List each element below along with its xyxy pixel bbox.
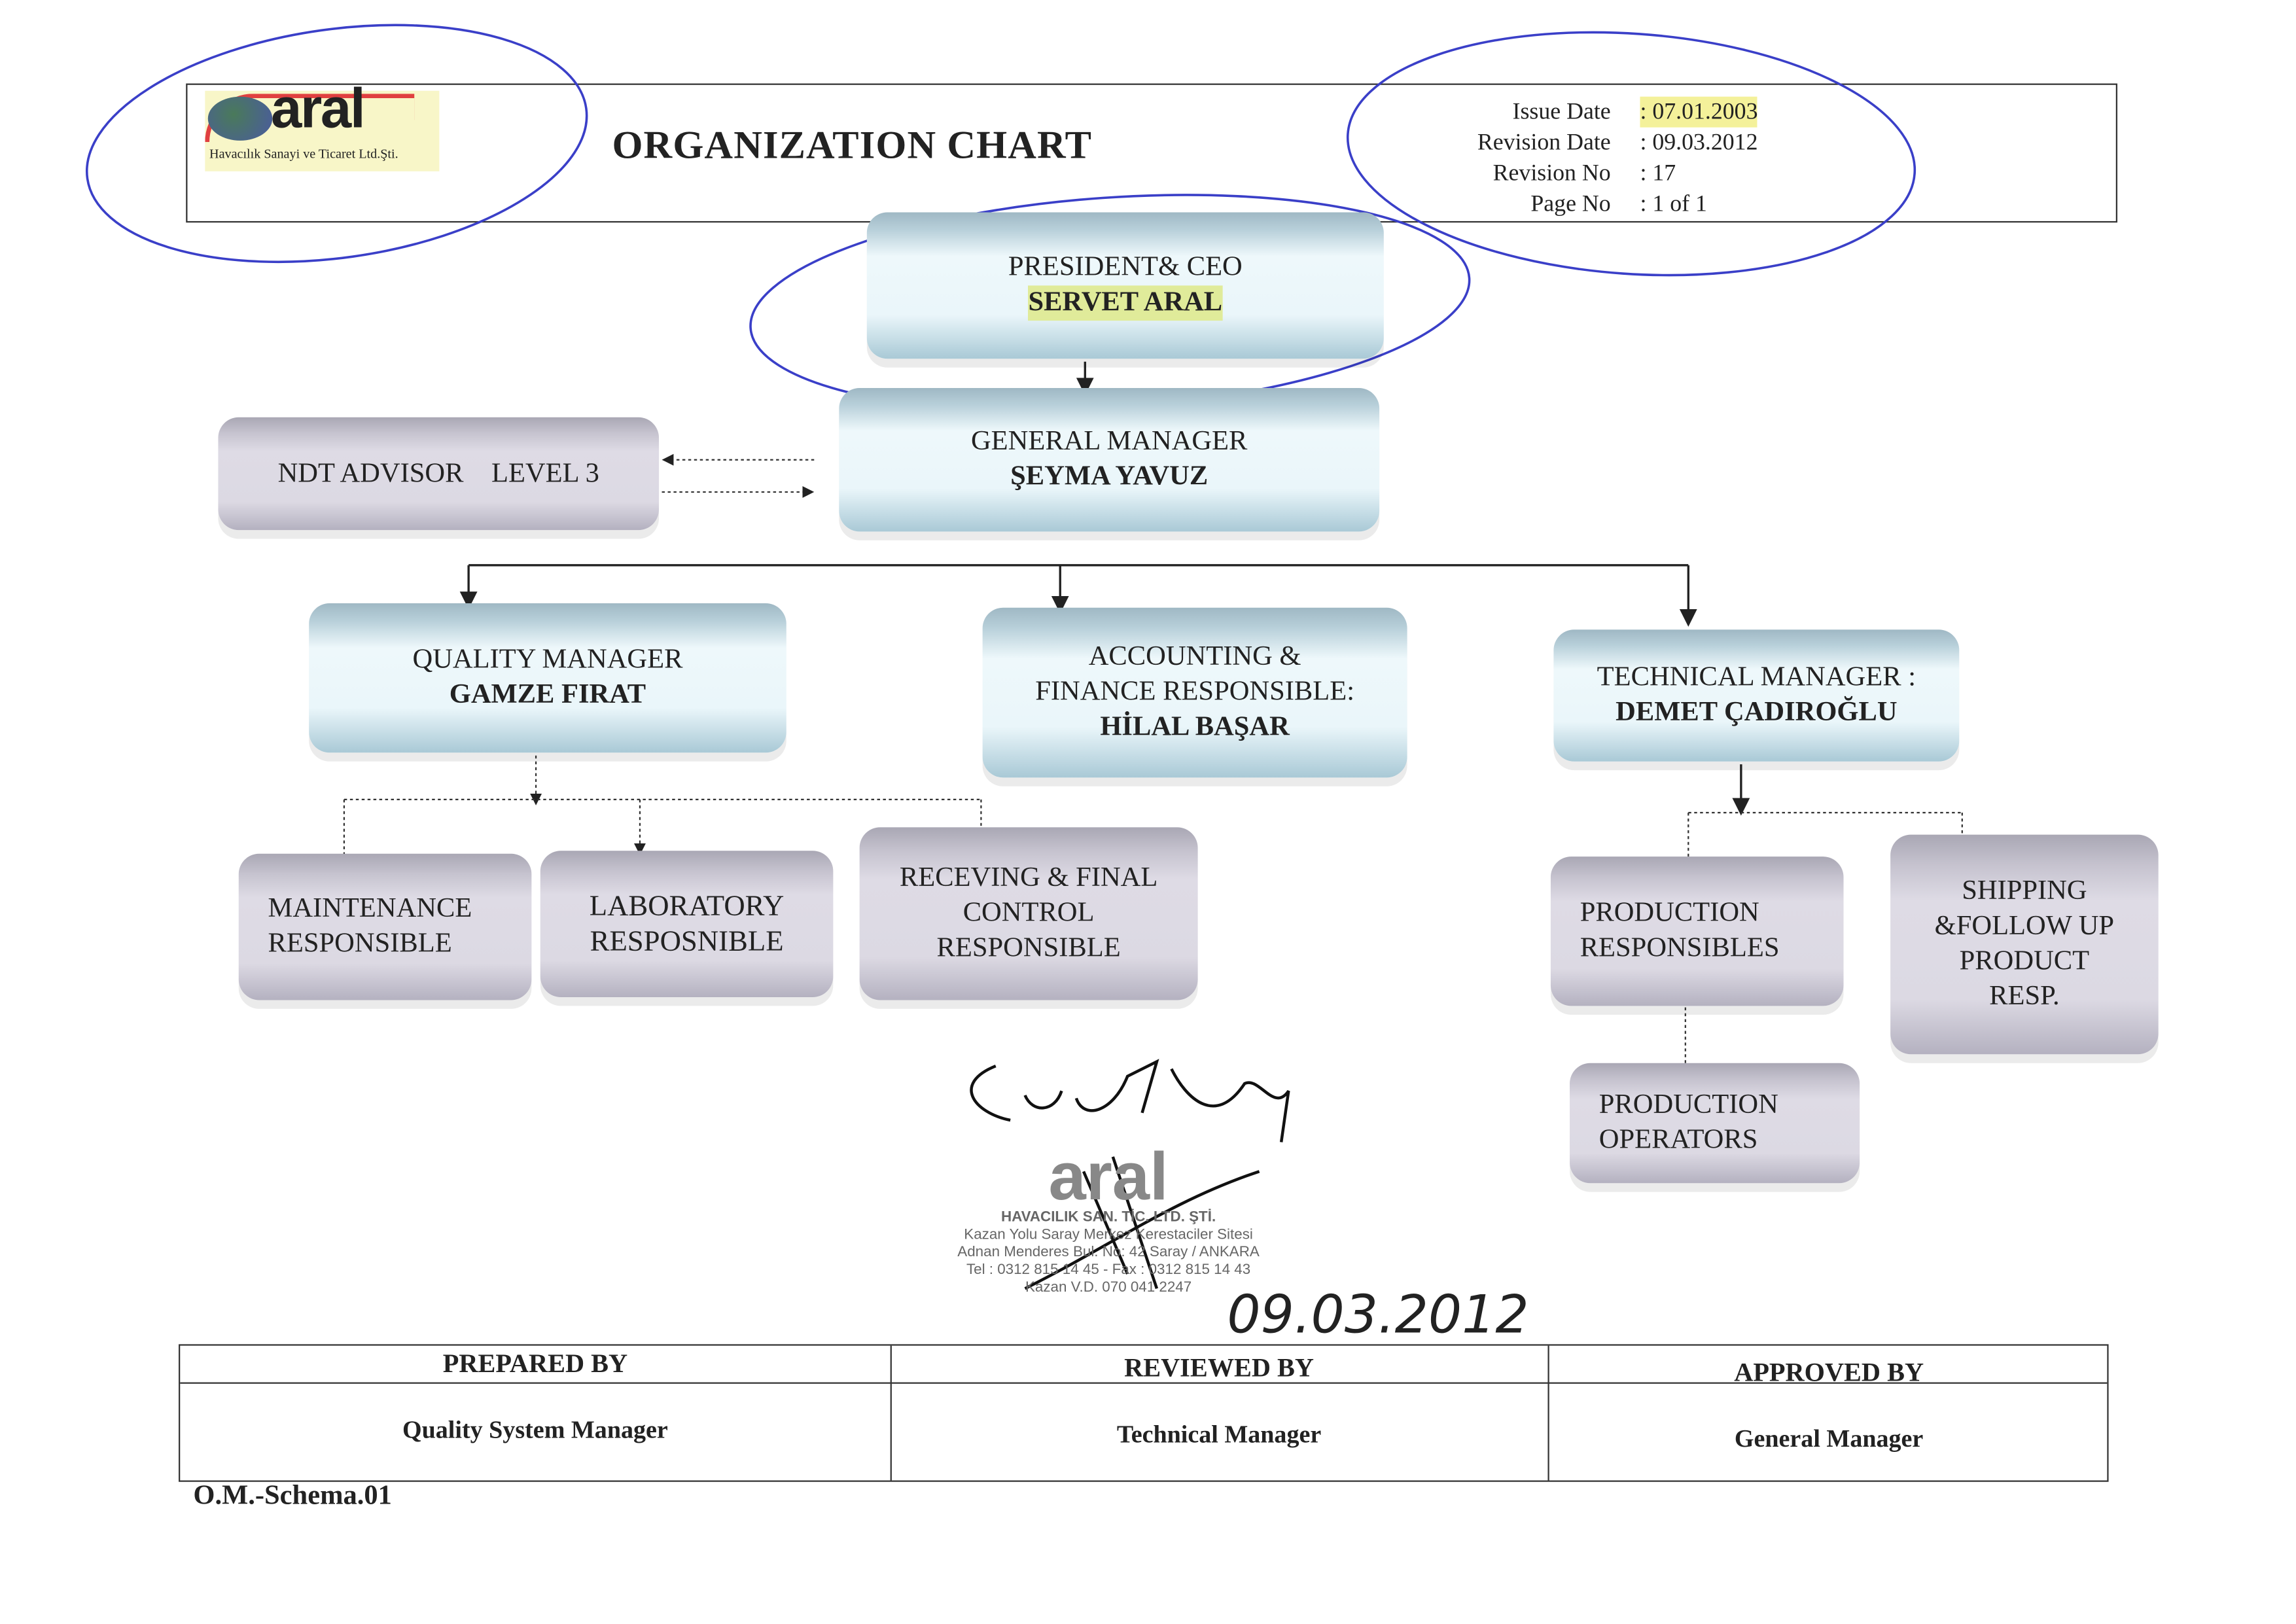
node-role: PRODUCTION — [1580, 897, 1759, 928]
node-role: CONTROL — [963, 897, 1095, 928]
prepared-by-value: Quality System Manager — [402, 1416, 668, 1444]
node-role: LABORATORY — [589, 890, 785, 923]
node-name: DEMET ÇADIROĞLU — [1616, 697, 1898, 728]
stamp-line: Kazan V.D. 070 041 2247 — [1025, 1279, 1192, 1296]
node-role: ACCOUNTING & — [1088, 641, 1301, 673]
node-role: PRODUCT — [1959, 945, 2090, 977]
node-name: HİLAL BAŞAR — [1100, 711, 1290, 743]
org-node-quality-manager: QUALITY MANAGER GAMZE FIRAT — [309, 603, 786, 753]
reviewed-by-header: REVIEWED BY — [1124, 1352, 1314, 1383]
org-node-production: PRODUCTION RESPONSIBLES — [1550, 856, 1844, 1006]
node-role: QUALITY MANAGER — [412, 644, 683, 675]
org-node-president: PRESIDENT& CEO SERVET ARAL — [866, 212, 1384, 359]
prepared-by-header: PREPARED BY — [442, 1349, 628, 1378]
node-role: GENERAL MANAGER — [970, 426, 1248, 457]
meta-value: : 09.03.2012 — [1640, 130, 1758, 156]
meta-issue-date: Issue Date : 07.01.2003 — [1405, 96, 1758, 128]
org-node-receiving: RECEVING & FINAL CONTROL RESPONSIBLE — [859, 827, 1198, 1000]
meta-revision-no: Revision No : 17 — [1405, 158, 1757, 189]
meta-label: Revision Date — [1477, 130, 1611, 156]
org-node-accounting: ACCOUNTING & FINANCE RESPONSIBLE: HİLAL … — [982, 607, 1407, 778]
company-logo: aral Havacılık Sanayi ve Ticaret Ltd.Şti… — [205, 79, 440, 171]
stamp-line: Tel : 0312 815 14 45 - Fax : 0312 815 14… — [966, 1262, 1251, 1279]
node-role: RESPONSIBLE — [268, 928, 452, 959]
node-name: SERVET ARAL — [1028, 285, 1223, 321]
node-role: TECHNICAL MANAGER : — [1597, 662, 1916, 693]
node-role: PRESIDENT& CEO — [1008, 251, 1243, 283]
meta-page-no: Page No : 1 of 1 — [1405, 189, 1757, 220]
meta-value: : 1 of 1 — [1640, 192, 1707, 217]
meta-label: Page No — [1530, 192, 1611, 217]
org-node-operators: PRODUCTION OPERATORS — [1570, 1063, 1860, 1184]
page-title: ORGANIZATION CHART — [612, 122, 1093, 168]
node-name: GAMZE FIRAT — [449, 679, 646, 711]
reviewed-by-value: Technical Manager — [1116, 1420, 1322, 1449]
node-role: RESPONSIBLE — [936, 932, 1121, 964]
column-divider — [890, 1345, 892, 1481]
logo-globe-icon — [207, 96, 273, 141]
node-role: RESP. — [1989, 981, 2060, 1012]
node-role: OPERATORS — [1598, 1124, 1758, 1156]
node-name: ŞEYMA YAVUZ — [1010, 461, 1209, 492]
meta-value: : 07.01.2003 — [1640, 96, 1758, 128]
org-node-general-manager: GENERAL MANAGER ŞEYMA YAVUZ — [839, 388, 1380, 532]
table-divider — [180, 1382, 2108, 1384]
stamp-logo: aral — [1048, 1137, 1169, 1214]
approved-by-value: General Manager — [1734, 1424, 1924, 1453]
meta-label: Revision No — [1492, 161, 1611, 186]
stamp-line: HAVACILIK SAN. TİC. LTD. ŞTİ. — [1000, 1209, 1216, 1226]
company-subtitle: Havacılık Sanayi ve Ticaret Ltd.Şti. — [209, 146, 398, 162]
org-node-shipping: SHIPPING &FOLLOW UP PRODUCT RESP. — [1890, 834, 2159, 1055]
node-role: NDT ADVISOR LEVEL 3 — [277, 457, 599, 489]
approval-table: PREPARED BY REVIEWED BY APPROVED BY Qual… — [179, 1344, 2109, 1482]
node-role: RESPONSIBLES — [1580, 932, 1780, 964]
node-role: &FOLLOW UP — [1934, 910, 2115, 942]
meta-label: Issue Date — [1512, 99, 1611, 125]
node-role: FINANCE RESPONSIBLE: — [1035, 676, 1355, 707]
node-role: PRODUCTION — [1598, 1089, 1778, 1120]
node-role: SHIPPING — [1962, 875, 2087, 907]
org-node-ndt-advisor: NDT ADVISOR LEVEL 3 — [218, 417, 660, 531]
node-role: MAINTENANCE — [268, 893, 472, 925]
meta-revision-date: Revision Date : 09.03.2012 — [1405, 128, 1758, 158]
org-node-technical-manager: TECHNICAL MANAGER : DEMET ÇADIROĞLU — [1553, 629, 1960, 762]
document-code: O.M.-Schema.01 — [193, 1480, 392, 1511]
approved-by-header: APPROVED BY — [1734, 1357, 1924, 1387]
org-node-laboratory: LABORATORY RESPOSNIBLE — [540, 851, 834, 998]
column-divider — [1547, 1345, 1549, 1481]
handwritten-date: 09.03.2012 — [1227, 1285, 1529, 1346]
node-role: RESPOSNIBLE — [590, 925, 784, 958]
meta-value: : 17 — [1640, 161, 1676, 186]
node-role: RECEVING & FINAL — [899, 862, 1158, 894]
company-stamp: aral HAVACILIK SAN. TİC. LTD. ŞTİ. Kazan… — [925, 1142, 1291, 1297]
stamp-line: Kazan Yolu Saray Merkez Kerestaciler Sit… — [964, 1227, 1253, 1243]
logo-text: aral — [271, 79, 366, 141]
document-meta: Issue Date : 07.01.2003 Revision Date : 09… — [1405, 96, 1758, 220]
org-node-maintenance: MAINTENANCE RESPONSIBLE — [238, 853, 532, 1000]
stamp-line: Adnan Menderes Bul. No: 42 Saray / ANKAR… — [957, 1244, 1260, 1261]
